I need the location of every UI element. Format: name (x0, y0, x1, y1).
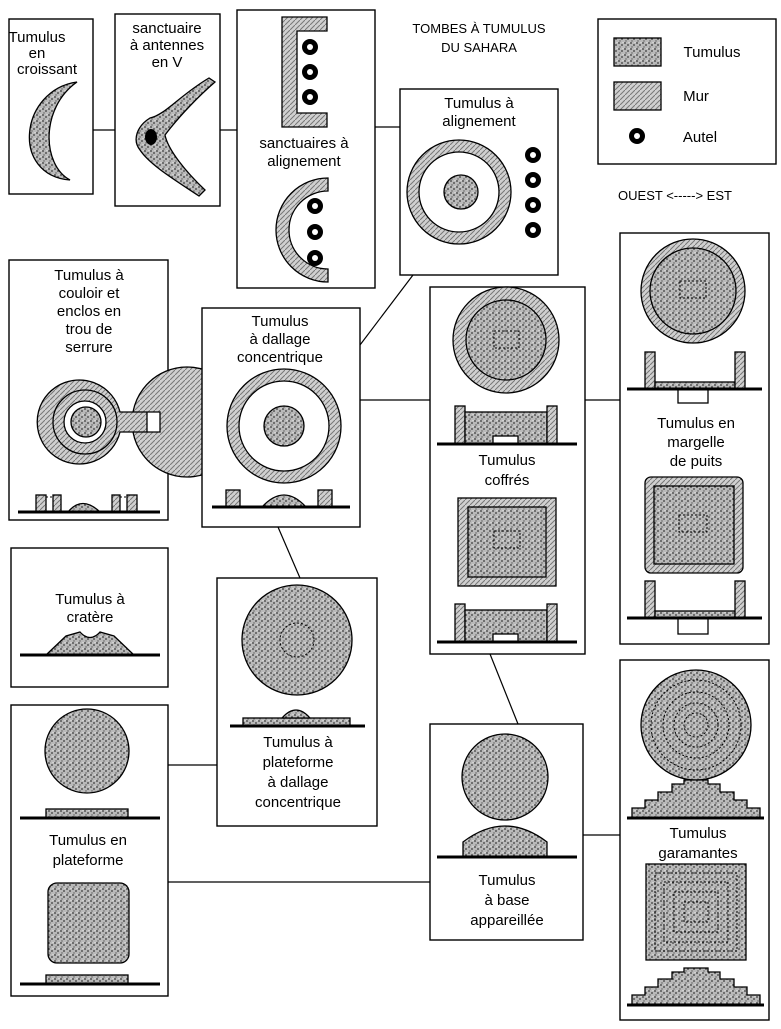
garamantes-square (645, 863, 747, 961)
tum-alignement-mound (443, 174, 479, 210)
diagram-title-line1: TOMBES À TUMULUS (412, 21, 545, 36)
panel-croissant: Tumulus en croissant (8, 18, 94, 195)
dallage-mound (263, 405, 305, 447)
plateforme-dallage-profile-mound (280, 709, 312, 719)
garamantes-round (640, 669, 752, 781)
couloir-mound (70, 406, 102, 438)
plateforme-dallage-platform (241, 584, 353, 696)
margelle-label-1: Tumulus en (657, 415, 735, 432)
panel-tumulus-alignement: Tumulus à alignement (399, 88, 559, 276)
tum-alignement-autels (525, 147, 541, 238)
panel-coffres: Tumulus coffrés (429, 286, 586, 655)
base-label-1: Tumulus (479, 872, 536, 889)
sanctuaires-label-1: sanctuaires à (259, 135, 349, 152)
legend: Tumulus Mur Autel (597, 18, 777, 165)
plateforme-dallage-label-1: Tumulus à (263, 734, 333, 751)
legend-mur-label: Mur (683, 88, 709, 105)
margelle-label-3: de puits (670, 453, 723, 470)
cratere-label-1: Tumulus à (55, 591, 125, 608)
plateforme-dallage-label-4: concentrique (255, 794, 341, 811)
coffres-round-mound (465, 299, 547, 381)
plateforme-dallage-label-2: plateforme (263, 754, 334, 771)
panel-dallage: Tumulus à dallage concentrique (201, 307, 361, 528)
plateforme-dallage-label-3: à dallage (268, 774, 329, 791)
croissant-label-2: en (29, 45, 46, 62)
tum-alignement-label-2: alignement (442, 113, 516, 130)
coffres-label-2: coffrés (485, 472, 530, 489)
antennes-label-3: en V (152, 54, 183, 71)
garamantes-step-profile-1 (631, 779, 761, 819)
dallage-label-3: concentrique (237, 349, 323, 366)
margelle-round-mound (649, 247, 737, 335)
panel-base-appareillee: Tumulus à base appareillée (429, 723, 584, 941)
diagram-title-line2: DU SAHARA (441, 40, 517, 55)
tum-alignement-label-1: Tumulus à (444, 95, 514, 112)
croissant-label-3: croissant (17, 61, 78, 78)
garamantes-label-2: garamantes (658, 845, 737, 862)
couloir-label-4: trou de (66, 321, 113, 338)
couloir-label-5: serrure (65, 339, 113, 356)
dallage-label-1: Tumulus (252, 313, 309, 330)
antennes-label-1: sanctuaire (132, 20, 201, 37)
margelle-square-mound (653, 485, 735, 565)
coffres-label-1: Tumulus (479, 452, 536, 469)
cratere-label-2: cratère (67, 609, 114, 626)
couloir-label-2: couloir et (59, 285, 121, 302)
plateforme-label-1: Tumulus en (49, 832, 127, 849)
panel-sanctuaires-alignement: sanctuaires à alignement (236, 9, 376, 289)
base-label-2: à base (484, 892, 529, 909)
plateforme-round (44, 708, 130, 794)
dallage-label-2: à dallage (250, 331, 311, 348)
panel-plateforme: Tumulus en plateforme (10, 704, 169, 997)
couloir-label-3: enclos en (57, 303, 121, 320)
legend-autel-label: Autel (683, 129, 717, 146)
sanctuaires-autels (302, 39, 323, 266)
antennes-autel-icon (145, 129, 157, 145)
plateforme-square (47, 882, 130, 964)
croissant-shape (28, 81, 78, 181)
sanctuaire-arc-wall (275, 177, 329, 283)
base-profile-mound (462, 825, 548, 858)
garamantes-label-1: Tumulus (670, 825, 727, 842)
panel-margelle: Tumulus en margelle de puits (619, 232, 770, 645)
panel-antennes: sanctuaire à antennes en V (114, 13, 221, 207)
sanctuaire-c-wall (281, 16, 328, 128)
sanctuaires-label-2: alignement (267, 153, 341, 170)
panel-plateforme-dallage: Tumulus à plateforme à dallage concentri… (216, 577, 378, 827)
panel-garamantes: Tumulus garamantes (619, 659, 770, 1021)
legend-mur-swatch (613, 81, 662, 111)
coffres-square-mound (467, 506, 547, 578)
cratere-profile (44, 631, 136, 656)
base-label-3: appareillée (470, 912, 543, 929)
croissant-label-1: Tumulus (9, 29, 66, 46)
legend-tumulus-swatch (613, 37, 662, 67)
panel-cratere: Tumulus à cratère (10, 547, 169, 688)
couloir-label-1: Tumulus à (54, 267, 124, 284)
panel-couloir: Tumulus à couloir et enclos en trou de s… (8, 259, 243, 521)
margelle-label-2: margelle (667, 434, 725, 451)
legend-tumulus-label: Tumulus (684, 44, 741, 61)
plateforme-label-2: plateforme (53, 852, 124, 869)
orientation-label: OUEST <-----> EST (618, 188, 732, 203)
antennes-label-2: à antennes (130, 37, 204, 54)
base-round-mound (461, 733, 549, 821)
garamantes-step-profile-2 (631, 967, 761, 1006)
